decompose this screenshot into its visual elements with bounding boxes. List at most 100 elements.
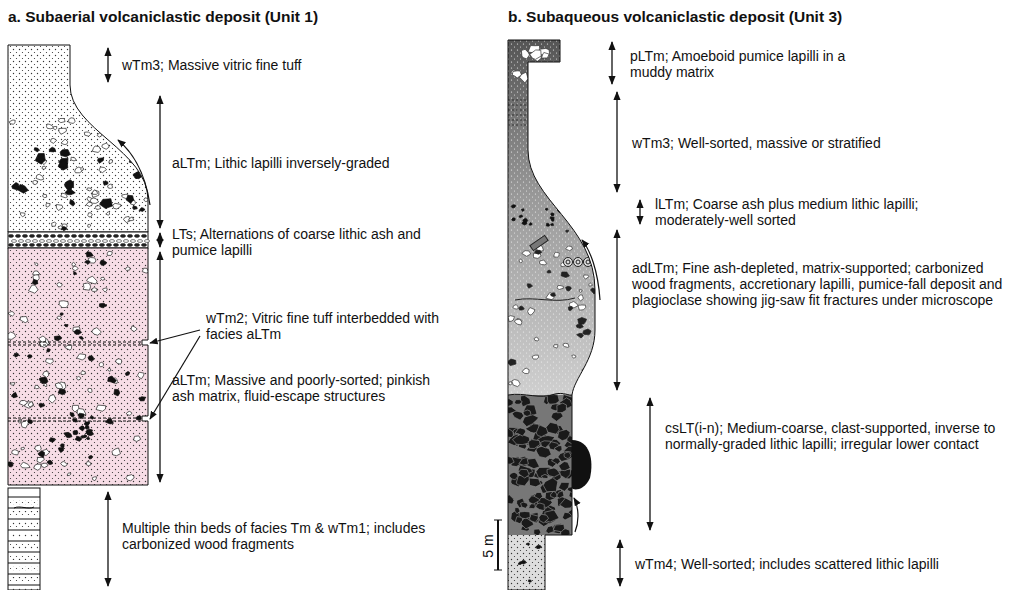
pumice-clast [578,305,586,310]
lithic-clast [47,460,52,464]
pumice-clast [59,128,67,134]
pumice-clast [109,159,113,163]
lithic-clast [86,252,93,258]
lithic-clast [114,389,120,396]
pumice-clast [28,285,38,293]
bed-dots [10,566,38,571]
pumice-clast [125,267,130,271]
pumice-clast [123,118,128,123]
lithic-clast [519,215,523,218]
lts-grain [8,244,13,247]
art-part [503,40,598,590]
pumice-clast [96,405,106,411]
lithic-clast [97,158,103,164]
lts-grain [123,240,128,243]
accretionary-lapillus [574,258,583,267]
lithic-clast [14,353,19,357]
pumice-clast [72,262,76,266]
strat-line [508,115,540,116]
ash-dots [508,40,598,395]
lithic-clast [519,511,530,518]
pumice-clast [35,445,41,451]
trend-arrow [582,240,600,300]
pumice-clast [126,411,131,415]
lithic-clast [60,444,64,448]
fluid-escape-clast [84,422,89,426]
lithic-clast [528,580,531,582]
accretionary-core [576,260,580,264]
pumice-clast [46,203,50,207]
lithic-clast [79,426,85,431]
facies-label: LTs; Alternations of coarse lithic ash a… [172,226,442,258]
pumice-clast [99,362,103,367]
scale-label: 5 m [480,526,496,566]
lithic-clast [541,441,551,448]
pumice-clast [136,130,140,133]
pumice-clast [36,174,44,180]
lithic-clast [504,428,514,438]
lts-grain [29,244,34,247]
lithic-clast [100,199,113,209]
art-part [7,45,153,590]
lts-grain [95,240,100,243]
range-arrow [616,92,617,192]
ash-dots [8,45,153,235]
lithic-clast [527,284,532,288]
pumice-clast [83,283,90,290]
lts-grain [116,240,121,243]
lts-grain [60,240,65,243]
pumice-clast [106,212,110,215]
lithic-clast [505,456,514,464]
lithic-clast [571,204,574,206]
facies-label: csLT(i-n); Medium-coarse, clast-supporte… [665,420,1015,452]
pumice-clast [45,359,53,364]
lts-band [8,232,148,248]
lithic-clast [551,224,554,226]
wtm2-layer [8,345,142,346]
range-arrow [639,200,640,224]
range-arrow [159,252,160,482]
lithic-clast [536,545,541,548]
lts-grain [120,244,125,247]
pumice-clast [557,286,563,290]
contact-line [508,393,572,396]
lithic-clast [526,543,529,545]
lithic-clast [534,492,542,499]
pumice-clast [86,276,97,284]
lts-grain [113,235,118,238]
lithic-clast [505,495,514,504]
facies-label: wTm2; Vitric fine tuff interbedded with … [206,310,446,342]
lithic-clast [74,329,81,334]
pumice-clast [115,143,118,145]
lts-grain [46,240,51,243]
pumice-clast [584,275,589,279]
lithic-clast [515,428,526,436]
lithic-clast [557,403,567,413]
lts-grain [32,240,37,243]
bed-line [8,508,40,509]
pumice-clast [50,138,56,143]
pumice-clast [107,251,112,255]
lithic-clast [34,148,39,152]
pumice-clast [28,402,33,407]
pumice-clast [61,139,68,144]
lithic-clast [79,336,83,339]
lithic-clast [32,279,37,284]
pumice-clast [19,400,28,405]
lts-grain [25,240,30,243]
pumice-clast [102,288,107,292]
lithic-clast [562,512,572,520]
lts-grain [43,235,48,238]
accretionary-lapillus [564,258,573,267]
lithic-clast [522,221,527,225]
wtm2-layer [8,418,142,419]
lithic-clast [566,286,572,291]
lithic-clast [536,503,545,511]
column-outline [8,248,148,485]
pumice-clast [48,395,55,404]
lts-grain [67,240,72,243]
art-part [494,40,598,590]
range-arrow [159,233,160,247]
pumice-clast [99,167,107,173]
pumice-fall-line [515,298,575,300]
